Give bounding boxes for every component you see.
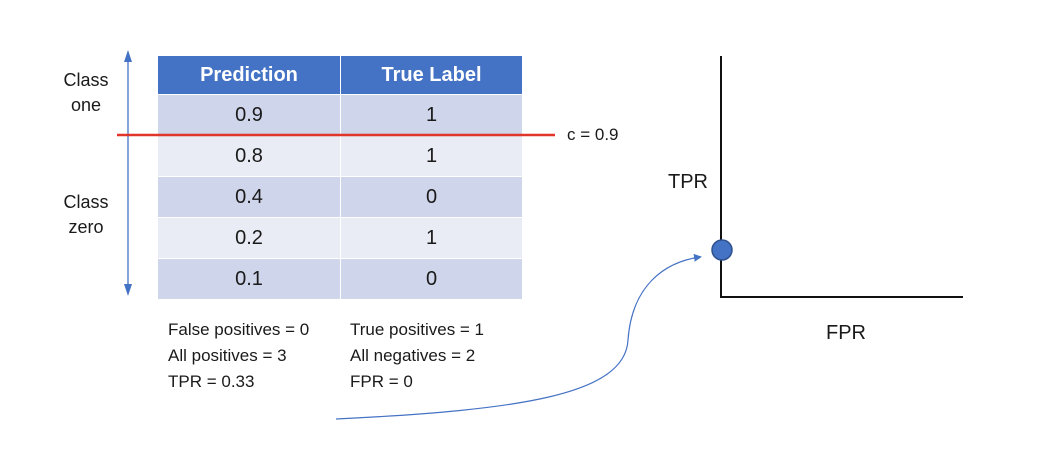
- stats-left: False positives = 0 All positives = 3 TP…: [168, 317, 309, 395]
- class-one-label-line1: Class: [63, 70, 109, 90]
- prediction-cell: 0.4: [158, 177, 340, 217]
- true-positives-text: True positives = 1: [350, 320, 485, 339]
- prediction-cell: 0.8: [158, 136, 340, 176]
- true-label-cell: 1: [340, 95, 522, 135]
- class-zero-label-line1: Class: [63, 192, 109, 212]
- fpr-text: FPR = 0: [350, 372, 413, 391]
- false-positives-text: False positives = 0: [168, 320, 310, 339]
- tpr-text: TPR = 0.33: [168, 372, 255, 391]
- prediction-table: Prediction True Label 0.9 1 0.8 1 0.4 0 …: [158, 56, 522, 299]
- class-one-label-line2: one: [70, 95, 102, 115]
- arrow-up-icon: [124, 50, 132, 62]
- true-label-cell: 0: [340, 259, 522, 299]
- arrow-down-icon: [124, 284, 132, 296]
- table-header-row: Prediction True Label: [158, 56, 522, 94]
- header-prediction: Prediction: [158, 56, 340, 94]
- true-label-cell: 0: [340, 177, 522, 217]
- curved-arrow: [335, 253, 702, 420]
- table-row: 0.8 1: [158, 135, 522, 176]
- roc-point: [711, 239, 733, 261]
- class-zero-label-line2: zero: [68, 217, 104, 237]
- class-zero-label: Class zero: [56, 190, 116, 240]
- class-range-arrow: [124, 50, 132, 296]
- true-label-cell: 1: [340, 218, 522, 258]
- table-row: 0.2 1: [158, 217, 522, 258]
- all-positives-text: All positives = 3: [168, 346, 287, 365]
- threshold-label: c = 0.9: [567, 125, 619, 144]
- roc-x-axis-label: FPR: [826, 322, 866, 344]
- prediction-cell: 0.9: [158, 95, 340, 135]
- table-row: 0.1 0: [158, 258, 522, 299]
- header-true-label: True Label: [340, 56, 522, 94]
- all-negatives-text: All negatives = 2: [350, 346, 476, 365]
- class-one-label: Class one: [56, 68, 116, 118]
- prediction-cell: 0.2: [158, 218, 340, 258]
- true-label-cell: 1: [340, 136, 522, 176]
- stats-right: True positives = 1 All negatives = 2 FPR…: [350, 317, 484, 395]
- table-row: 0.9 1: [158, 94, 522, 135]
- roc-y-axis-label: TPR: [668, 171, 708, 193]
- table-row: 0.4 0: [158, 176, 522, 217]
- prediction-cell: 0.1: [158, 259, 340, 299]
